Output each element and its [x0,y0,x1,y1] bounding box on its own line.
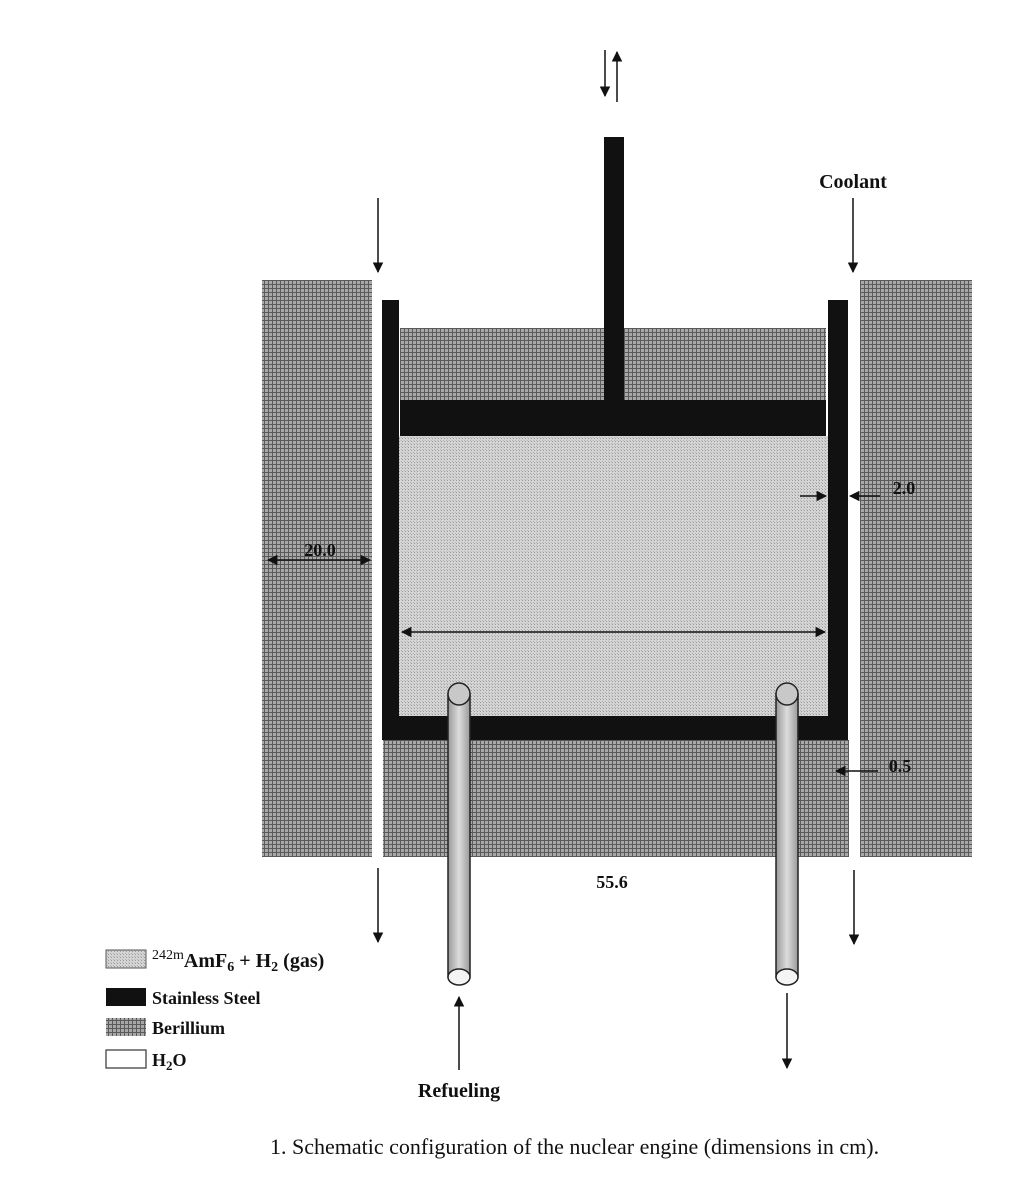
steel-left-wall [382,300,399,740]
dim-right-bottom-label: 0.5 [889,756,912,776]
beryllium-left-block [262,280,372,857]
pipe-right [775,682,799,986]
dim-right-top-label: 2.0 [893,478,916,498]
figure-caption: 1. Schematic configuration of the nuclea… [270,1134,879,1159]
legend-swatch-steel [106,988,146,1006]
legend-swatch-water [105,1049,147,1069]
steel-piston-plate [400,400,826,436]
pipe-left [447,682,471,986]
legend: 242mAmF6 + H2 (gas) Stainless Steel Beri… [105,948,324,1073]
legend-item-gas: 242mAmF6 + H2 (gas) [105,948,324,975]
legend-label-water: H2O [152,1050,187,1073]
dim-left-label: 20.0 [304,540,336,560]
coolant-label: Coolant [819,171,887,193]
legend-label-gas: 242mAmF6 + H2 (gas) [152,948,324,975]
legend-label-beryllium: Berillium [152,1018,225,1038]
legend-item-water: H2O [105,1049,187,1073]
refueling-label: Refueling [418,1080,500,1102]
steel-right-wall [828,300,848,740]
legend-item-beryllium: Berillium [106,1018,225,1038]
dim-bottom-label: 55.6 [596,872,628,892]
legend-swatch-gas [105,949,147,969]
steel-piston-rod [604,137,624,402]
beryllium-right-block [860,280,972,857]
legend-label-steel: Stainless Steel [152,988,261,1008]
gas-chamber [399,436,828,716]
legend-item-steel: Stainless Steel [106,988,261,1008]
